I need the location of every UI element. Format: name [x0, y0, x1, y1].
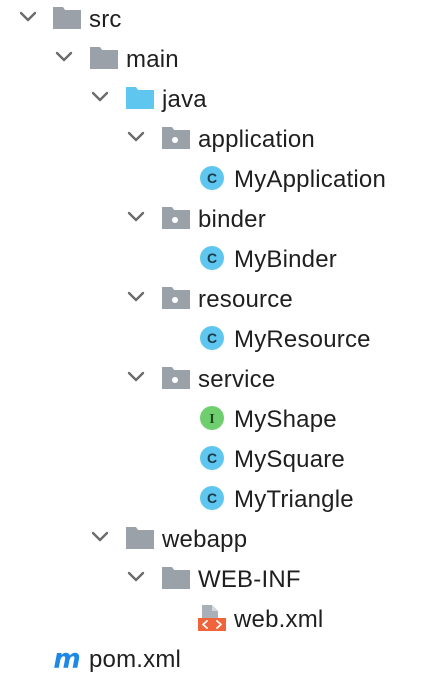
maven-icon: m — [53, 644, 80, 672]
source-folder-icon — [126, 87, 154, 109]
tree-item-label: webapp — [162, 526, 248, 553]
folder-icon — [126, 527, 154, 549]
svg-text:C: C — [207, 330, 217, 346]
tree-item-web-xml[interactable]: web.xml — [0, 600, 439, 640]
folder-icon — [162, 567, 190, 589]
tree-item-label: src — [89, 6, 122, 33]
svg-text:C: C — [207, 490, 217, 506]
tree-item-label: MyBinder — [234, 246, 337, 273]
tree-item-src[interactable]: src — [0, 0, 439, 40]
tree-item-mytriangle[interactable]: C MyTriangle — [0, 480, 439, 520]
tree-item-label: service — [198, 366, 276, 393]
tree-item-label: WEB-INF — [198, 566, 301, 593]
class-icon: C — [200, 246, 224, 270]
package-icon — [162, 287, 190, 309]
tree-item-label: pom.xml — [89, 646, 182, 673]
folder-icon — [90, 47, 118, 69]
tree-item-pom-xml[interactable]: m pom.xml — [0, 640, 439, 680]
folder-icon — [53, 7, 81, 29]
svg-text:m: m — [53, 644, 80, 672]
tree-item-main[interactable]: main — [0, 40, 439, 80]
svg-text:C: C — [207, 450, 217, 466]
chevron-down-icon[interactable] — [53, 45, 75, 67]
interface-icon: I — [200, 406, 224, 430]
class-icon: C — [200, 486, 224, 510]
tree-item-web-inf[interactable]: WEB-INF — [0, 560, 439, 600]
package-icon — [162, 367, 190, 389]
tree-item-webapp[interactable]: webapp — [0, 520, 439, 560]
svg-text:I: I — [209, 412, 214, 427]
tree-item-java[interactable]: java — [0, 80, 439, 120]
tree-item-label: MyResource — [234, 326, 371, 353]
svg-text:C: C — [207, 170, 217, 186]
chevron-down-icon[interactable] — [17, 5, 39, 27]
svg-text:C: C — [207, 250, 217, 266]
tree-item-label: binder — [198, 206, 266, 233]
tree-item-resource[interactable]: resource — [0, 280, 439, 320]
chevron-down-icon[interactable] — [125, 365, 147, 387]
tree-item-label: resource — [198, 286, 293, 313]
tree-item-label: java — [162, 86, 207, 113]
package-icon — [162, 127, 190, 149]
tree-item-label: MyApplication — [234, 166, 387, 193]
tree-item-label: MyShape — [234, 406, 337, 433]
tree-item-mybinder[interactable]: C MyBinder — [0, 240, 439, 280]
class-icon: C — [200, 326, 224, 350]
tree-item-myshape[interactable]: I MyShape — [0, 400, 439, 440]
class-icon: C — [200, 166, 224, 190]
chevron-down-icon[interactable] — [89, 525, 111, 547]
tree-item-label: MySquare — [234, 446, 345, 473]
tree-item-binder[interactable]: binder — [0, 200, 439, 240]
chevron-down-icon[interactable] — [125, 125, 147, 147]
tree-item-label: main — [126, 46, 179, 73]
chevron-down-icon[interactable] — [89, 85, 111, 107]
tree-item-myapplication[interactable]: C MyApplication — [0, 160, 439, 200]
tree-item-mysquare[interactable]: C MySquare — [0, 440, 439, 480]
tree-item-label: application — [198, 126, 315, 153]
chevron-down-icon[interactable] — [125, 285, 147, 307]
tree-item-myresource[interactable]: C MyResource — [0, 320, 439, 360]
class-icon: C — [200, 446, 224, 470]
chevron-down-icon[interactable] — [125, 205, 147, 227]
tree-item-label: web.xml — [234, 606, 324, 633]
tree-item-service[interactable]: service — [0, 360, 439, 400]
tree-item-application[interactable]: application — [0, 120, 439, 160]
chevron-down-icon[interactable] — [125, 565, 147, 587]
tree-item-label: MyTriangle — [234, 486, 354, 513]
xml-file-icon — [198, 605, 226, 631]
package-icon — [162, 207, 190, 229]
